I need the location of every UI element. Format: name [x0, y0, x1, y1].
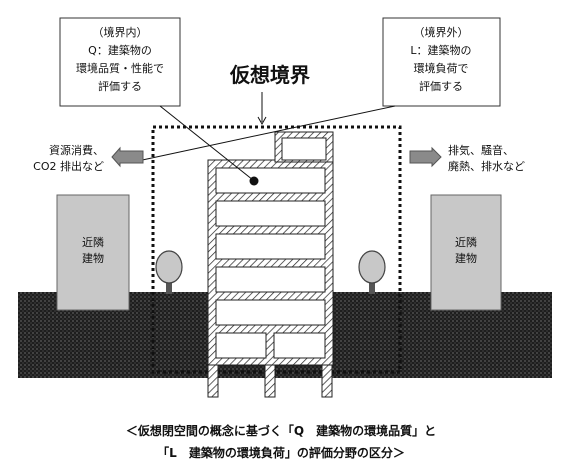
title-pointer-head [257, 116, 267, 126]
left-tree [155, 250, 183, 294]
inner-leader-line [159, 105, 254, 181]
caption-line-1: ＜仮想閉空間の概念に基づく「Q 建築物の環境品質」と [125, 424, 437, 438]
left-building-label-1: 近隣 [82, 235, 104, 249]
inner-evaluation-box: （境界内） Q：建築物の 環境品質・性能で 評価する [59, 17, 181, 107]
left-arrow: 資源消費、 CO2 排出など [33, 143, 144, 173]
inner-box-line-3: 環境品質・性能で [76, 61, 164, 75]
right-neighbor-building: 近隣 建物 [430, 194, 502, 311]
main-building [207, 131, 334, 398]
evaluation-point-dot [249, 176, 259, 186]
outer-leader-line [132, 105, 396, 163]
outer-box-line-2: L：建築物の [410, 43, 471, 57]
outer-box-line-1: （境界外） [414, 25, 469, 39]
inner-box-line-1: （境界内） [93, 25, 148, 39]
right-building-label-2: 建物 [455, 251, 477, 265]
outer-box-line-3: 環境負荷で [414, 61, 469, 75]
inner-box-line-2: Q：建築物の [88, 43, 152, 57]
right-tree [358, 250, 386, 294]
outer-box-line-4: 評価する [419, 79, 463, 93]
left-arrow-line-2: CO2 排出など [33, 159, 104, 173]
left-building-label-2: 建物 [82, 251, 104, 265]
outer-evaluation-box: （境界外） L：建築物の 環境負荷で 評価する [382, 17, 501, 107]
right-building-label-1: 近隣 [455, 235, 477, 249]
right-arrow-line-1: 排気、騒音、 [448, 143, 514, 157]
boundary-title: 仮想境界 [229, 63, 310, 87]
left-neighbor-building: 近隣 建物 [56, 194, 130, 311]
right-arrow-line-2: 廃熱、排水など [448, 159, 525, 173]
inner-box-line-4: 評価する [98, 79, 142, 93]
left-arrow-line-1: 資源消費、 [49, 143, 104, 157]
caption-line-2: 「L 建築物の環境負荷」の評価分野の区分＞ [157, 446, 405, 460]
right-arrow: 排気、騒音、 廃熱、排水など [409, 143, 525, 173]
